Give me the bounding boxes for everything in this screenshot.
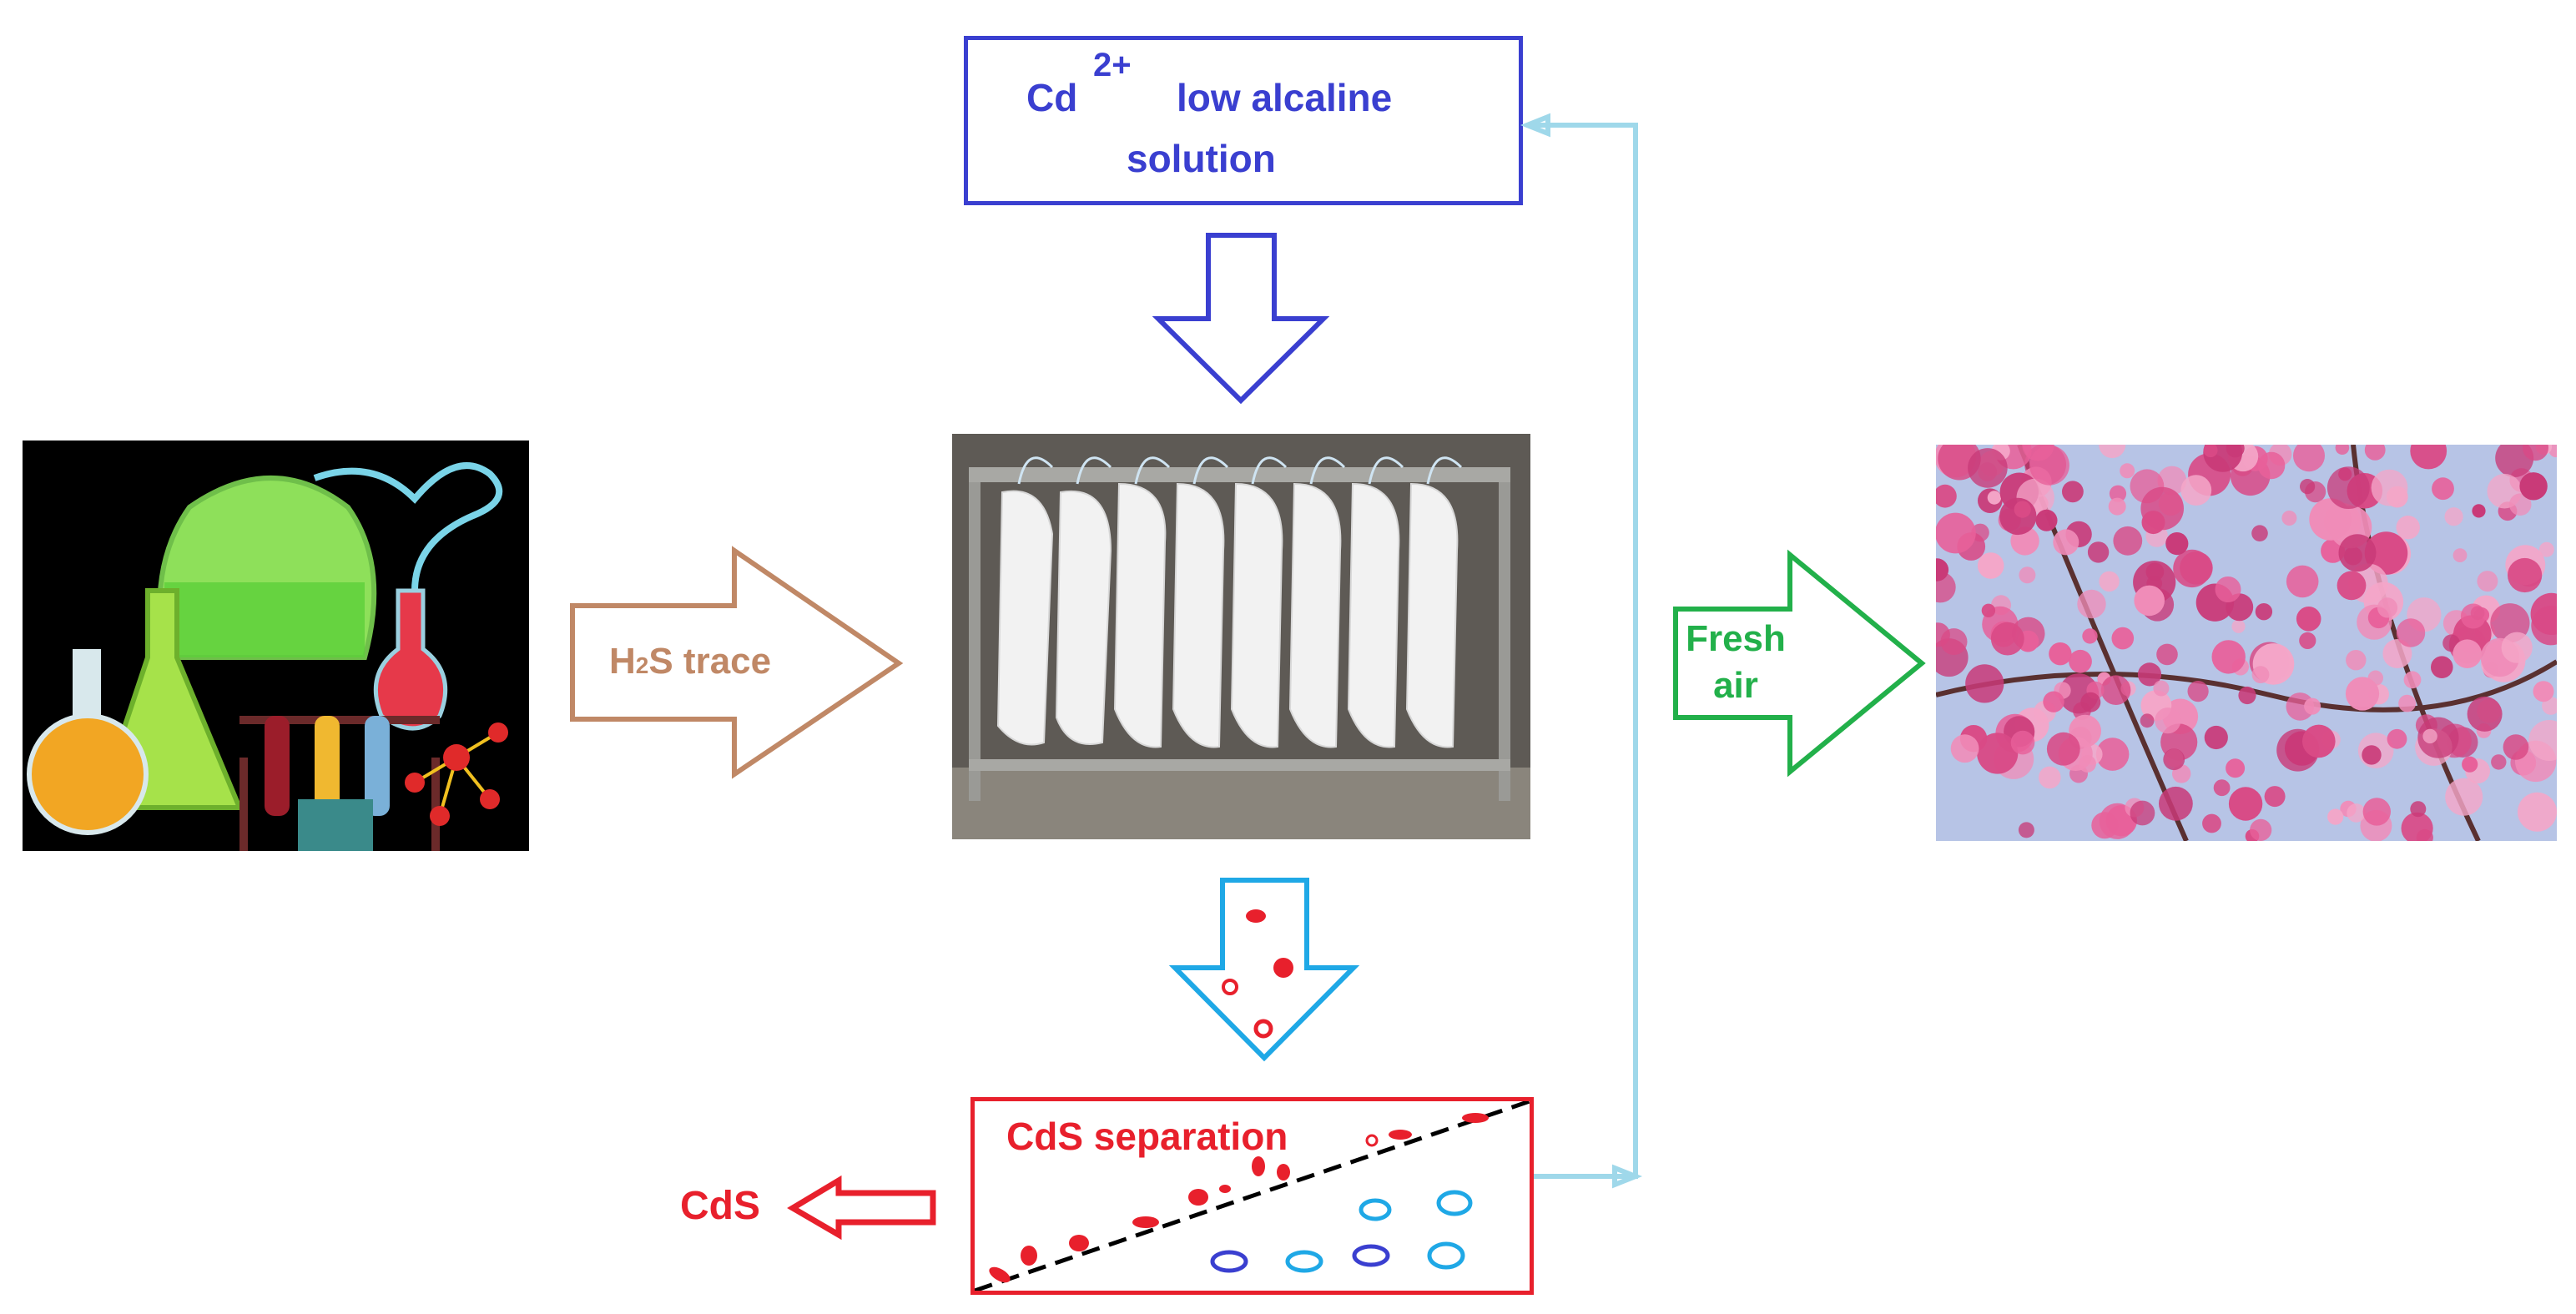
chemistry-lab-illustration-icon [23,441,529,851]
recycle-line [1520,113,1643,1189]
precipitate-particles [1222,909,1293,1039]
cds-output-arrow [787,1175,936,1241]
charge-superscript: 2+ [1093,47,1132,83]
bag-scrubber-photo-icon [952,434,1530,839]
gas-label-h: H [609,641,636,682]
cherry-blossom-photo-icon [1936,445,2557,841]
gas-label-rest: S trace [648,641,772,682]
solution-down-arrow [1152,233,1330,405]
precipitate-down-arrow [1168,878,1360,1062]
cd-label: Cd [1026,76,1078,119]
fresh-air-line1: Fresh [1686,618,1786,659]
solution-label: solution [1127,137,1276,180]
alkaline-label: low alcaline [1177,76,1393,119]
solution-box: Cd 2+ low alcaline solution [964,36,1523,205]
separation-box: CdS separation [970,1097,1534,1295]
fresh-air-arrow [1673,549,1926,778]
gas-label: H2S trace [609,641,771,682]
fresh-air-label: Fresh air [1677,616,1794,709]
separation-label: CdS separation [1006,1115,1288,1158]
gas-arrow [570,546,904,779]
cds-product-label: CdS [680,1184,760,1228]
fresh-air-line2: air [1713,665,1758,706]
gas-label-subscript: 2 [635,652,649,678]
